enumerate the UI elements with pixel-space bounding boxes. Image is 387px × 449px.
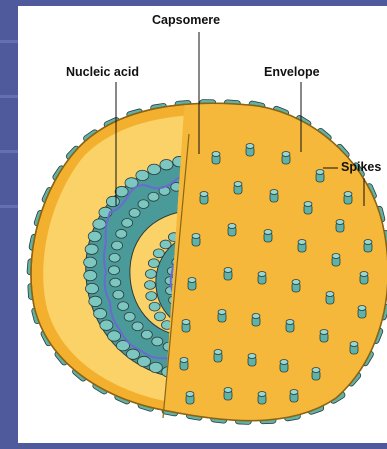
- surface-spike: [252, 314, 260, 327]
- surface-spike: [258, 272, 266, 285]
- capsomere: [138, 356, 151, 366]
- surface-spike: [214, 350, 222, 363]
- surface-spike: [292, 280, 300, 293]
- capsomere: [152, 337, 163, 346]
- surface-spike: [270, 190, 278, 203]
- surface-spike: [180, 358, 188, 371]
- label-envelope: Envelope: [264, 65, 320, 79]
- capsomere: [160, 240, 171, 249]
- capsomere: [127, 349, 140, 359]
- capsomere: [84, 270, 97, 280]
- capsomere: [160, 160, 173, 170]
- capsomere: [132, 322, 143, 331]
- label-capsomere: Capsomere: [152, 13, 220, 27]
- capsomere: [85, 283, 98, 293]
- surface-spike: [282, 152, 290, 165]
- surface-spike: [304, 202, 312, 215]
- label-nucleic-acid: Nucleic acid: [66, 65, 139, 79]
- surface-spike: [312, 368, 320, 381]
- capsomere: [109, 266, 120, 275]
- surface-spike: [336, 220, 344, 233]
- surface-spike: [344, 192, 352, 205]
- capsomere: [110, 278, 121, 287]
- capsomere: [149, 302, 160, 311]
- surface-spike: [258, 392, 266, 405]
- capsomere: [148, 164, 161, 174]
- capsomere: [124, 312, 135, 321]
- capsomere: [148, 192, 159, 201]
- surface-spike: [234, 182, 242, 195]
- capsomere: [85, 244, 98, 254]
- surface-spike: [212, 152, 220, 165]
- capsomere: [94, 308, 107, 318]
- capsomere: [89, 296, 102, 306]
- surface-spike: [224, 388, 232, 401]
- capsomere: [148, 259, 159, 268]
- surface-spike: [182, 320, 190, 333]
- surface-spike: [332, 254, 340, 267]
- surface-spike: [358, 306, 366, 319]
- capsomere: [113, 290, 124, 299]
- surface-spike: [248, 354, 256, 367]
- diagram-panel: Capsomere Nucleic acid Envelope Spikes: [18, 6, 387, 443]
- capsomere: [88, 231, 101, 241]
- surface-spike: [364, 240, 372, 253]
- surface-spike: [188, 278, 196, 291]
- surface-spike: [326, 292, 334, 305]
- surface-spike: [192, 234, 200, 247]
- surface-spike: [298, 240, 306, 253]
- surface-spike: [290, 390, 298, 403]
- label-spikes: Spikes: [341, 160, 381, 174]
- surface-spike: [228, 224, 236, 237]
- surface-spike: [320, 330, 328, 343]
- capsomere: [145, 281, 156, 290]
- capsomere: [84, 257, 97, 267]
- capsomere: [109, 253, 120, 262]
- capsomere: [118, 302, 129, 311]
- capsomere: [146, 292, 157, 301]
- surface-spike: [286, 320, 294, 333]
- surface-spike: [224, 268, 232, 281]
- capsomere: [141, 330, 152, 339]
- surface-spike: [200, 192, 208, 205]
- surface-spike: [360, 272, 368, 285]
- capsomere: [129, 208, 140, 217]
- capsomere: [153, 249, 164, 258]
- capsomere: [145, 270, 156, 279]
- capsomere: [100, 320, 113, 330]
- capsomere: [115, 186, 128, 196]
- surface-spike: [280, 360, 288, 373]
- surface-spike: [316, 170, 324, 183]
- capsomere: [112, 241, 123, 250]
- capsomere: [106, 196, 119, 206]
- capsomere: [138, 200, 149, 209]
- capsomere: [136, 170, 149, 180]
- slide-background-stripes: [0, 0, 18, 449]
- capsomere: [122, 218, 133, 227]
- capsomere: [93, 219, 106, 229]
- capsomere: [108, 331, 121, 341]
- surface-spike: [350, 342, 358, 355]
- surface-spike: [246, 144, 254, 157]
- capsomere: [116, 229, 127, 238]
- surface-spike: [218, 310, 226, 323]
- capsomere: [154, 312, 165, 321]
- surface-spike: [186, 392, 194, 405]
- capsomere: [149, 362, 162, 372]
- surface-spike: [264, 230, 272, 243]
